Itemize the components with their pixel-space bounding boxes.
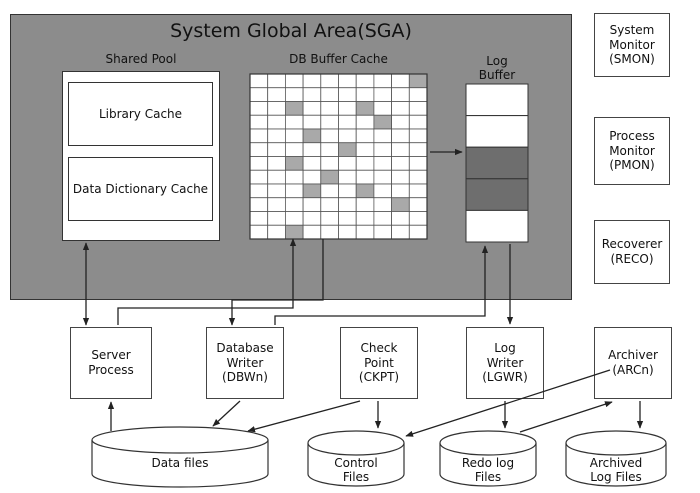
shared-pool-label: Shared Pool [105,52,177,66]
redo-log-files-label: Redo log Files [461,456,515,485]
library-cache-box: Library Cache [68,82,213,146]
control-files-cylinder [307,430,405,487]
data-dictionary-cache-label: Data Dictionary Cache [72,182,209,196]
reco-box: Recoverer (RECO) [594,220,670,284]
arrow-ckpt-datafiles [247,400,361,433]
arcn-box: Archiver (ARCn) [594,327,672,399]
library-cache-label: Library Cache [98,107,183,121]
dbwn-box: Database Writer (DBWn) [206,327,284,399]
smon-box: System Monitor (SMON) [594,13,670,77]
arrow-redolog-arcn [519,401,613,433]
arrow-dbwn-datafiles [212,400,241,427]
arrow-server-logbuffer [274,245,489,325]
log-buffer-section [465,146,529,180]
server-process-box: Server Process [70,327,152,399]
archived-log-files-label: Archived Log Files [589,456,643,485]
arrow-buffercache-dbwn [228,239,324,326]
pmon-box: Process Monitor (PMON) [594,117,670,185]
arrow-arcn-controlfiles [405,369,611,437]
data-files-label: Data files [151,456,209,470]
log-buffer-section [465,209,529,243]
log-buffer-section [465,178,529,211]
log-buffer-label: Log Buffer [478,54,516,83]
sga-title: System Global Area(SGA) [170,20,412,42]
control-files-label: Control Files [334,456,378,485]
db-buffer-cache-label: DB Buffer Cache [289,52,388,66]
redo-log-files-cylinder [439,430,537,487]
lgwr-box: Log Writer (LGWR) [466,327,544,399]
buffer-cache-outline [249,73,428,240]
ckpt-box: Check Point (CKPT) [340,327,418,399]
data-files-cylinder [91,426,269,488]
data-dictionary-cache-box: Data Dictionary Cache [68,157,213,221]
archived-log-files-cylinder [565,430,667,487]
arrow-server-buffercache [117,238,297,325]
